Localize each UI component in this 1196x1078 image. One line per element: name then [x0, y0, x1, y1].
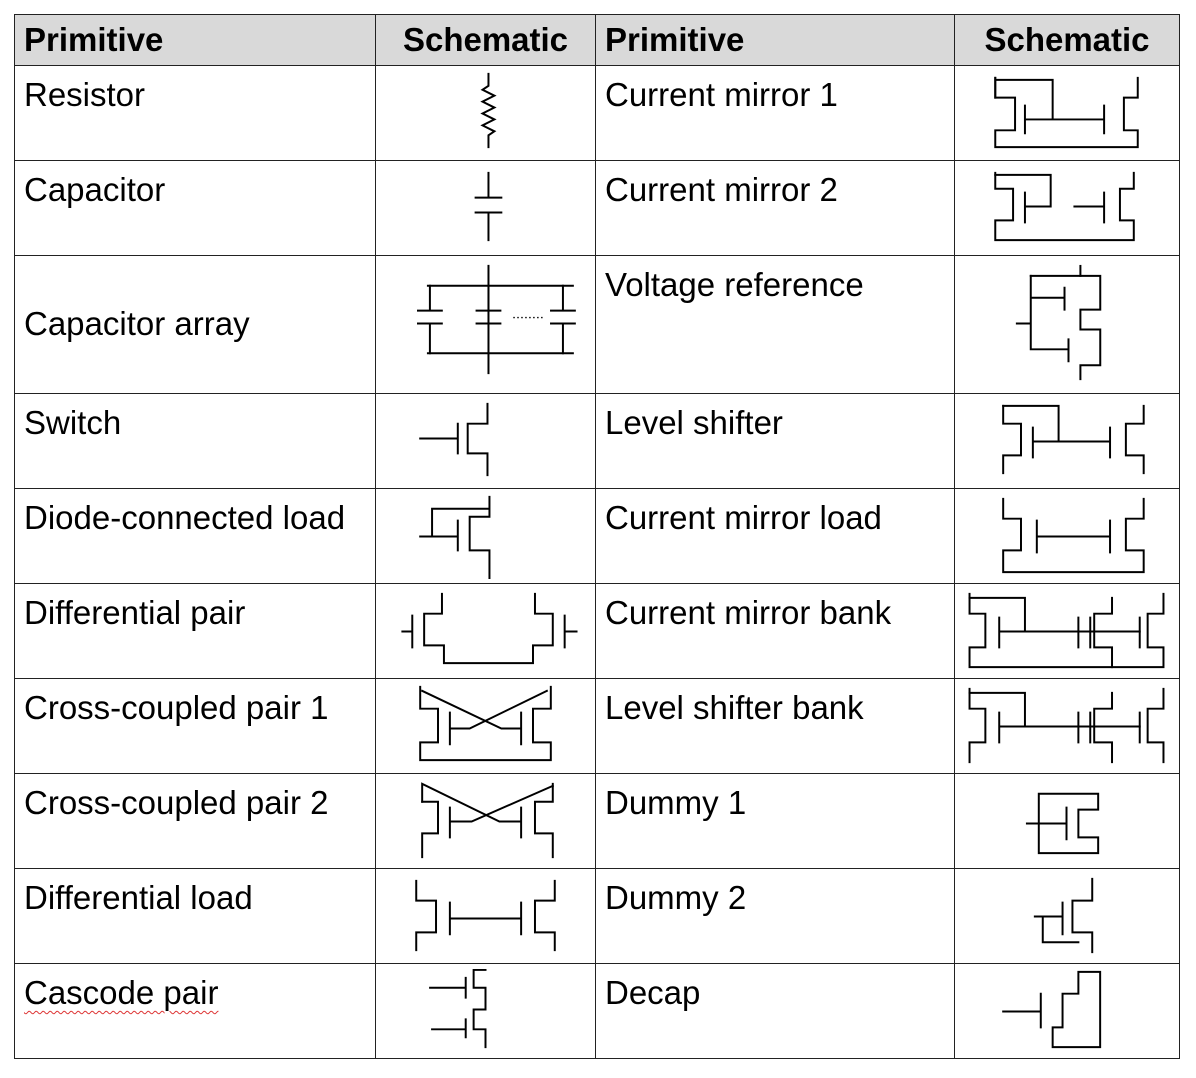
resistor-symbol-icon — [480, 72, 497, 149]
cross-coupled-pair-1-symbol-icon — [419, 685, 552, 762]
header-schematic-left: Schematic — [375, 14, 596, 66]
table-row: Capacitor array Voltage reference — [14, 255, 1180, 394]
schematic-cell — [375, 963, 596, 1059]
primitive-name: Voltage reference — [595, 255, 955, 394]
primitive-name: Differential pair — [14, 583, 376, 679]
schematic-cell — [375, 583, 596, 679]
schematic-cell — [375, 488, 596, 584]
primitive-name: Current mirror load — [595, 488, 955, 584]
primitive-name: Current mirror 2 — [595, 160, 955, 256]
schematic-cell — [375, 393, 596, 489]
table-row: Diode-connected load Current mirror load — [14, 488, 1180, 584]
table-header-row: Primitive Schematic Primitive Schematic — [14, 14, 1180, 66]
schematic-cell — [375, 65, 596, 161]
current-mirror-2-symbol-icon — [994, 171, 1135, 242]
table-row: Cross-coupled pair 2 Dummy 1 — [14, 773, 1180, 869]
primitive-name: Diode-connected load — [14, 488, 376, 584]
table-row: Cascode pair Decap — [14, 963, 1180, 1059]
header-primitive-right: Primitive — [595, 14, 955, 66]
primitive-name: Decap — [595, 963, 955, 1059]
level-shifter-bank-symbol-icon — [968, 687, 1165, 764]
schematic-cell — [954, 678, 1180, 774]
capacitor-array-symbol-icon — [417, 264, 576, 375]
schematic-cell — [954, 868, 1180, 964]
primitive-name: Cross-coupled pair 2 — [14, 773, 376, 869]
table-row: Differential pair Current mirror bank — [14, 583, 1180, 679]
capacitor-symbol-icon — [474, 171, 503, 242]
differential-pair-symbol-icon — [401, 592, 578, 665]
level-shifter-symbol-icon — [1002, 404, 1145, 475]
current-mirror-1-symbol-icon — [994, 76, 1139, 149]
current-mirror-bank-symbol-icon — [968, 592, 1165, 669]
table-row: Switch Level shifter — [14, 393, 1180, 489]
table-row: Capacitor Current mirror 2 — [14, 160, 1180, 256]
decap-symbol-icon — [1002, 970, 1102, 1049]
cascode-pair-symbol-icon — [429, 968, 487, 1049]
diode-connected-load-symbol-icon — [419, 495, 491, 580]
primitives-table: Primitive Schematic Primitive Schematic … — [14, 14, 1180, 1059]
primitive-name: Level shifter bank — [595, 678, 955, 774]
schematic-cell — [954, 393, 1180, 489]
schematic-cell — [954, 255, 1180, 394]
schematic-cell — [375, 773, 596, 869]
primitive-name: Level shifter — [595, 393, 955, 489]
primitive-name: Capacitor — [14, 160, 376, 256]
table-row: Resistor Current mirror 1 — [14, 65, 1180, 161]
schematic-cell — [954, 65, 1180, 161]
primitive-name: Dummy 1 — [595, 773, 955, 869]
table-row: Cross-coupled pair 1 Level shifter bank — [14, 678, 1180, 774]
schematic-cell — [375, 678, 596, 774]
primitive-name: Cascode pair — [14, 963, 376, 1059]
dummy-1-symbol-icon — [1025, 792, 1100, 855]
switch-symbol-icon — [419, 402, 489, 477]
primitive-name: Capacitor array — [14, 255, 376, 394]
schematic-cell — [954, 160, 1180, 256]
primitive-name: Current mirror 1 — [595, 65, 955, 161]
primitive-name: Cross-coupled pair 1 — [14, 678, 376, 774]
primitive-name: Switch — [14, 393, 376, 489]
schematic-cell — [954, 488, 1180, 584]
cross-coupled-pair-2-symbol-icon — [421, 782, 555, 859]
schematic-cell — [375, 868, 596, 964]
table-row: Differential load Dummy 2 — [14, 868, 1180, 964]
dummy-2-symbol-icon — [1033, 877, 1094, 954]
primitive-name: Current mirror bank — [595, 583, 955, 679]
schematic-cell — [954, 963, 1180, 1059]
schematic-cell — [375, 255, 596, 394]
voltage-reference-symbol-icon — [1015, 264, 1102, 381]
header-schematic-right: Schematic — [954, 14, 1180, 66]
primitive-name: Dummy 2 — [595, 868, 955, 964]
schematic-cell — [954, 773, 1180, 869]
current-mirror-load-symbol-icon — [1002, 497, 1145, 574]
primitive-name: Resistor — [14, 65, 376, 161]
schematic-cell — [375, 160, 596, 256]
header-primitive-left: Primitive — [14, 14, 376, 66]
differential-load-symbol-icon — [415, 879, 556, 952]
primitive-name: Differential load — [14, 868, 376, 964]
schematic-cell — [954, 583, 1180, 679]
